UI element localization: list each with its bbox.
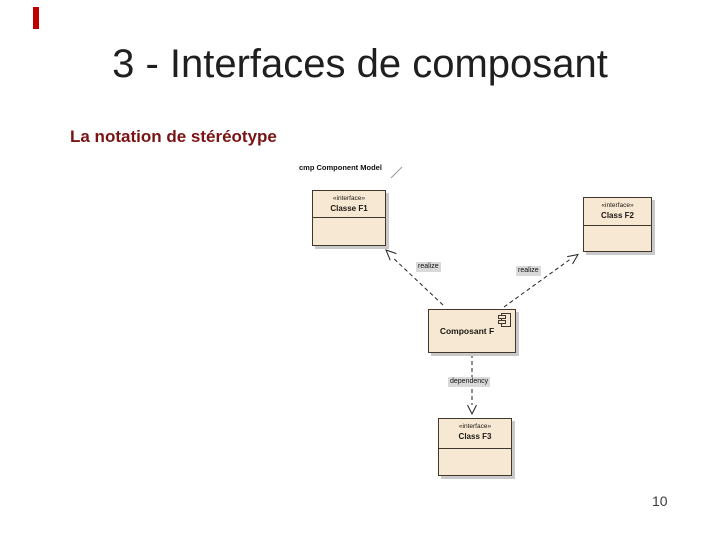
node-name: Classe F1 [330,204,368,213]
stereotype-label: «interface» [601,202,634,209]
edge-label-realize-right: realize [516,266,541,276]
accent-bar [33,7,39,29]
node-header: «interface» Class F2 [584,198,651,226]
realization-arrowhead-left [385,249,397,261]
node-class-f2: «interface» Class F2 [583,197,652,252]
frame-corner-line [390,166,403,179]
node-class-f3: «interface» Class F3 [438,418,512,476]
node-name: Class F2 [601,211,634,220]
edge-realize-left [389,254,444,306]
slide-title: 3 - Interfaces de composant [112,42,608,86]
node-header: «interface» Class F3 [439,419,511,449]
diagram-frame-label: cmp Component Model [299,163,382,172]
node-classe-f1: «interface» Classe F1 [312,190,386,246]
node-header: «interface» Classe F1 [313,191,385,218]
edge-label-dependency: dependency [448,377,491,387]
page-number: 10 [652,493,668,509]
node-composant-f: Composant F [428,309,516,353]
dependency-arrowhead [467,404,477,416]
realization-arrowhead-right [567,253,579,265]
node-name: Class F3 [458,432,492,441]
node-name: Composant F [439,326,495,336]
slide-subtitle: La notation de stéréotype [70,127,277,146]
edge-label-realize-left: realize [416,262,441,272]
stereotype-label: «interface» [458,423,492,430]
component-icon [498,313,511,327]
stereotype-label: «interface» [332,195,366,202]
